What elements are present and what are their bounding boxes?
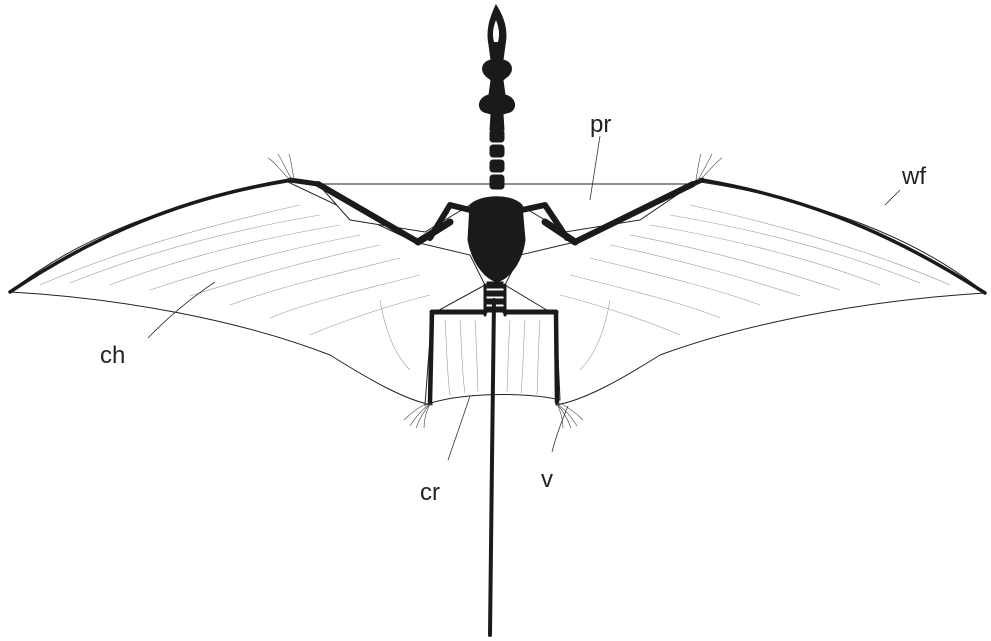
pelvis	[485, 282, 505, 315]
label-v: v	[541, 466, 553, 493]
right-tibia	[556, 312, 557, 402]
label-pr: pr	[590, 111, 611, 138]
left-hand-claws	[268, 154, 294, 180]
label-cr: cr	[420, 479, 440, 506]
v-leader	[552, 406, 568, 452]
neck-vertebrae	[490, 130, 504, 189]
left-metacarpal	[290, 180, 318, 184]
left-tibia	[430, 312, 432, 402]
label-ch: ch	[100, 342, 125, 369]
cr-leader	[448, 396, 470, 460]
label-wf: wf	[901, 163, 926, 190]
wf-leader	[885, 190, 900, 205]
right-hand-claws	[696, 154, 722, 180]
left-foot	[404, 402, 430, 428]
